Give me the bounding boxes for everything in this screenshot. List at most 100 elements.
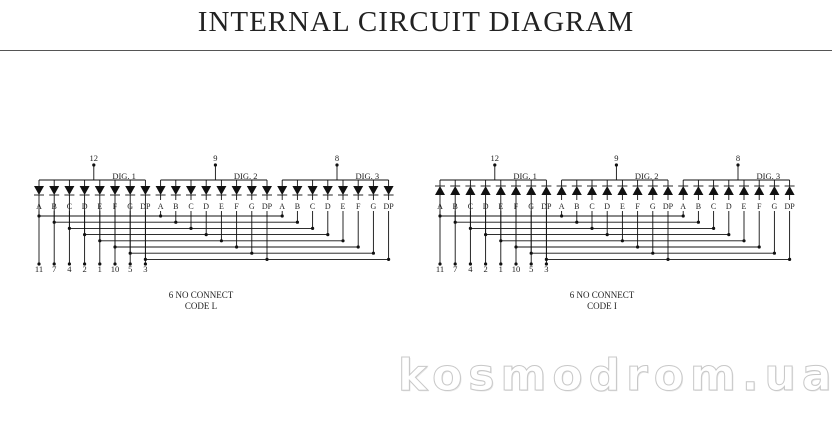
led-diode-symbol	[140, 186, 151, 195]
junction-dot	[560, 214, 564, 218]
digit-pin-dot	[335, 163, 339, 167]
led-diode-symbol	[495, 186, 506, 195]
led-diode-symbol	[632, 186, 643, 195]
led-diode-symbol	[663, 186, 673, 195]
segment-label: A	[437, 202, 443, 211]
segment-pin-label: 11	[436, 264, 444, 274]
pin-dot	[529, 262, 533, 266]
digit-label: DIG. 2	[234, 171, 258, 181]
title-underline	[0, 50, 832, 51]
led-diode-symbol	[647, 186, 658, 195]
pin-dot	[143, 262, 147, 266]
junction-dot	[83, 233, 87, 237]
led-diode-symbol	[465, 186, 476, 195]
junction-dot	[712, 226, 716, 230]
led-diode-symbol	[769, 186, 780, 195]
segment-label: E	[742, 202, 747, 211]
no-connect-note: 6 NO CONNECT	[169, 290, 234, 300]
junction-dot	[387, 257, 391, 261]
led-diode-symbol	[480, 186, 491, 195]
pin-dot	[128, 262, 132, 266]
segment-label: F	[514, 202, 519, 211]
led-diode-symbol	[353, 186, 364, 195]
junction-dot	[529, 251, 533, 255]
digit-label: DIG. 2	[635, 171, 659, 181]
led-diode-symbol	[511, 186, 521, 195]
segment-label: D	[203, 202, 209, 211]
led-diode-symbol	[541, 186, 552, 195]
watermark-logo: kosmodrom.ua	[398, 350, 832, 402]
segment-pin-label: 11	[35, 264, 43, 274]
junction-dot	[772, 251, 777, 255]
led-diode-symbol	[383, 186, 394, 195]
pin-dot	[544, 262, 549, 266]
segment-pin-label: 7	[453, 264, 457, 274]
pin-dot	[499, 262, 503, 266]
junction-dot	[453, 220, 457, 224]
pin-dot	[98, 262, 102, 266]
segment-label: DP	[262, 202, 273, 211]
segment-pin-label: 7	[52, 264, 56, 274]
segment-label: E	[620, 202, 625, 211]
segment-label: DP	[383, 202, 394, 211]
segment-label: F	[356, 202, 361, 211]
segment-label: G	[772, 202, 778, 211]
segment-label: G	[371, 202, 377, 211]
junction-dot	[159, 214, 163, 218]
digit-pin-label: 9	[213, 153, 217, 163]
code-label: CODE I	[587, 301, 617, 311]
digit-pin-label: 12	[491, 153, 500, 163]
junction-dot	[250, 251, 254, 255]
junction-dot	[356, 245, 360, 249]
led-diode-symbol	[277, 186, 288, 195]
led-diode-symbol	[170, 186, 181, 195]
led-diode-symbol	[186, 186, 196, 195]
led-diode-symbol	[368, 186, 379, 195]
junction-dot	[575, 220, 579, 224]
segment-pin-label: 2	[483, 264, 487, 274]
segment-label: C	[468, 202, 473, 211]
digit-label: DIG. 3	[757, 171, 781, 181]
led-diode-symbol	[587, 186, 597, 195]
led-diode-symbol	[216, 186, 227, 195]
segment-label: B	[295, 202, 300, 211]
segment-label: B	[52, 202, 57, 211]
segment-label: E	[341, 202, 346, 211]
digit-pin-dot	[92, 163, 96, 167]
junction-dot	[67, 226, 71, 230]
segment-label: A	[680, 202, 686, 211]
junction-dot	[98, 239, 102, 243]
segment-label: DP	[784, 202, 795, 211]
junction-dot	[174, 220, 178, 224]
segment-label: DP	[541, 202, 552, 211]
segment-label: F	[113, 202, 118, 211]
junction-dot	[757, 245, 761, 249]
code-label: CODE L	[185, 301, 217, 311]
junction-dot	[544, 257, 549, 261]
led-diode-symbol	[155, 186, 166, 195]
led-diode-symbol	[262, 186, 272, 195]
junction-dot	[295, 220, 299, 224]
digit-label: DIG. 3	[356, 171, 380, 181]
led-diode-symbol	[556, 186, 567, 195]
pin-dot	[37, 262, 41, 266]
junction-dot	[620, 239, 625, 243]
led-diode-symbol	[723, 186, 734, 195]
segment-pin-label: 1	[98, 264, 102, 274]
led-diode-symbol	[708, 186, 719, 195]
led-diode-symbol	[526, 186, 537, 195]
segment-pin-label: 4	[67, 264, 72, 274]
led-diode-symbol	[110, 186, 120, 195]
segment-label: DP	[663, 202, 674, 211]
pin-dot	[83, 262, 87, 266]
segment-label: F	[757, 202, 762, 211]
segment-pin-label: 5	[529, 264, 533, 274]
segment-label: E	[498, 202, 503, 211]
junction-dot	[265, 257, 269, 261]
segment-label: F	[234, 202, 239, 211]
led-diode-symbol	[678, 186, 689, 195]
junction-dot	[311, 226, 315, 230]
led-diode-symbol	[338, 186, 348, 195]
digit-pin-dot	[493, 163, 497, 167]
junction-dot	[219, 239, 223, 243]
